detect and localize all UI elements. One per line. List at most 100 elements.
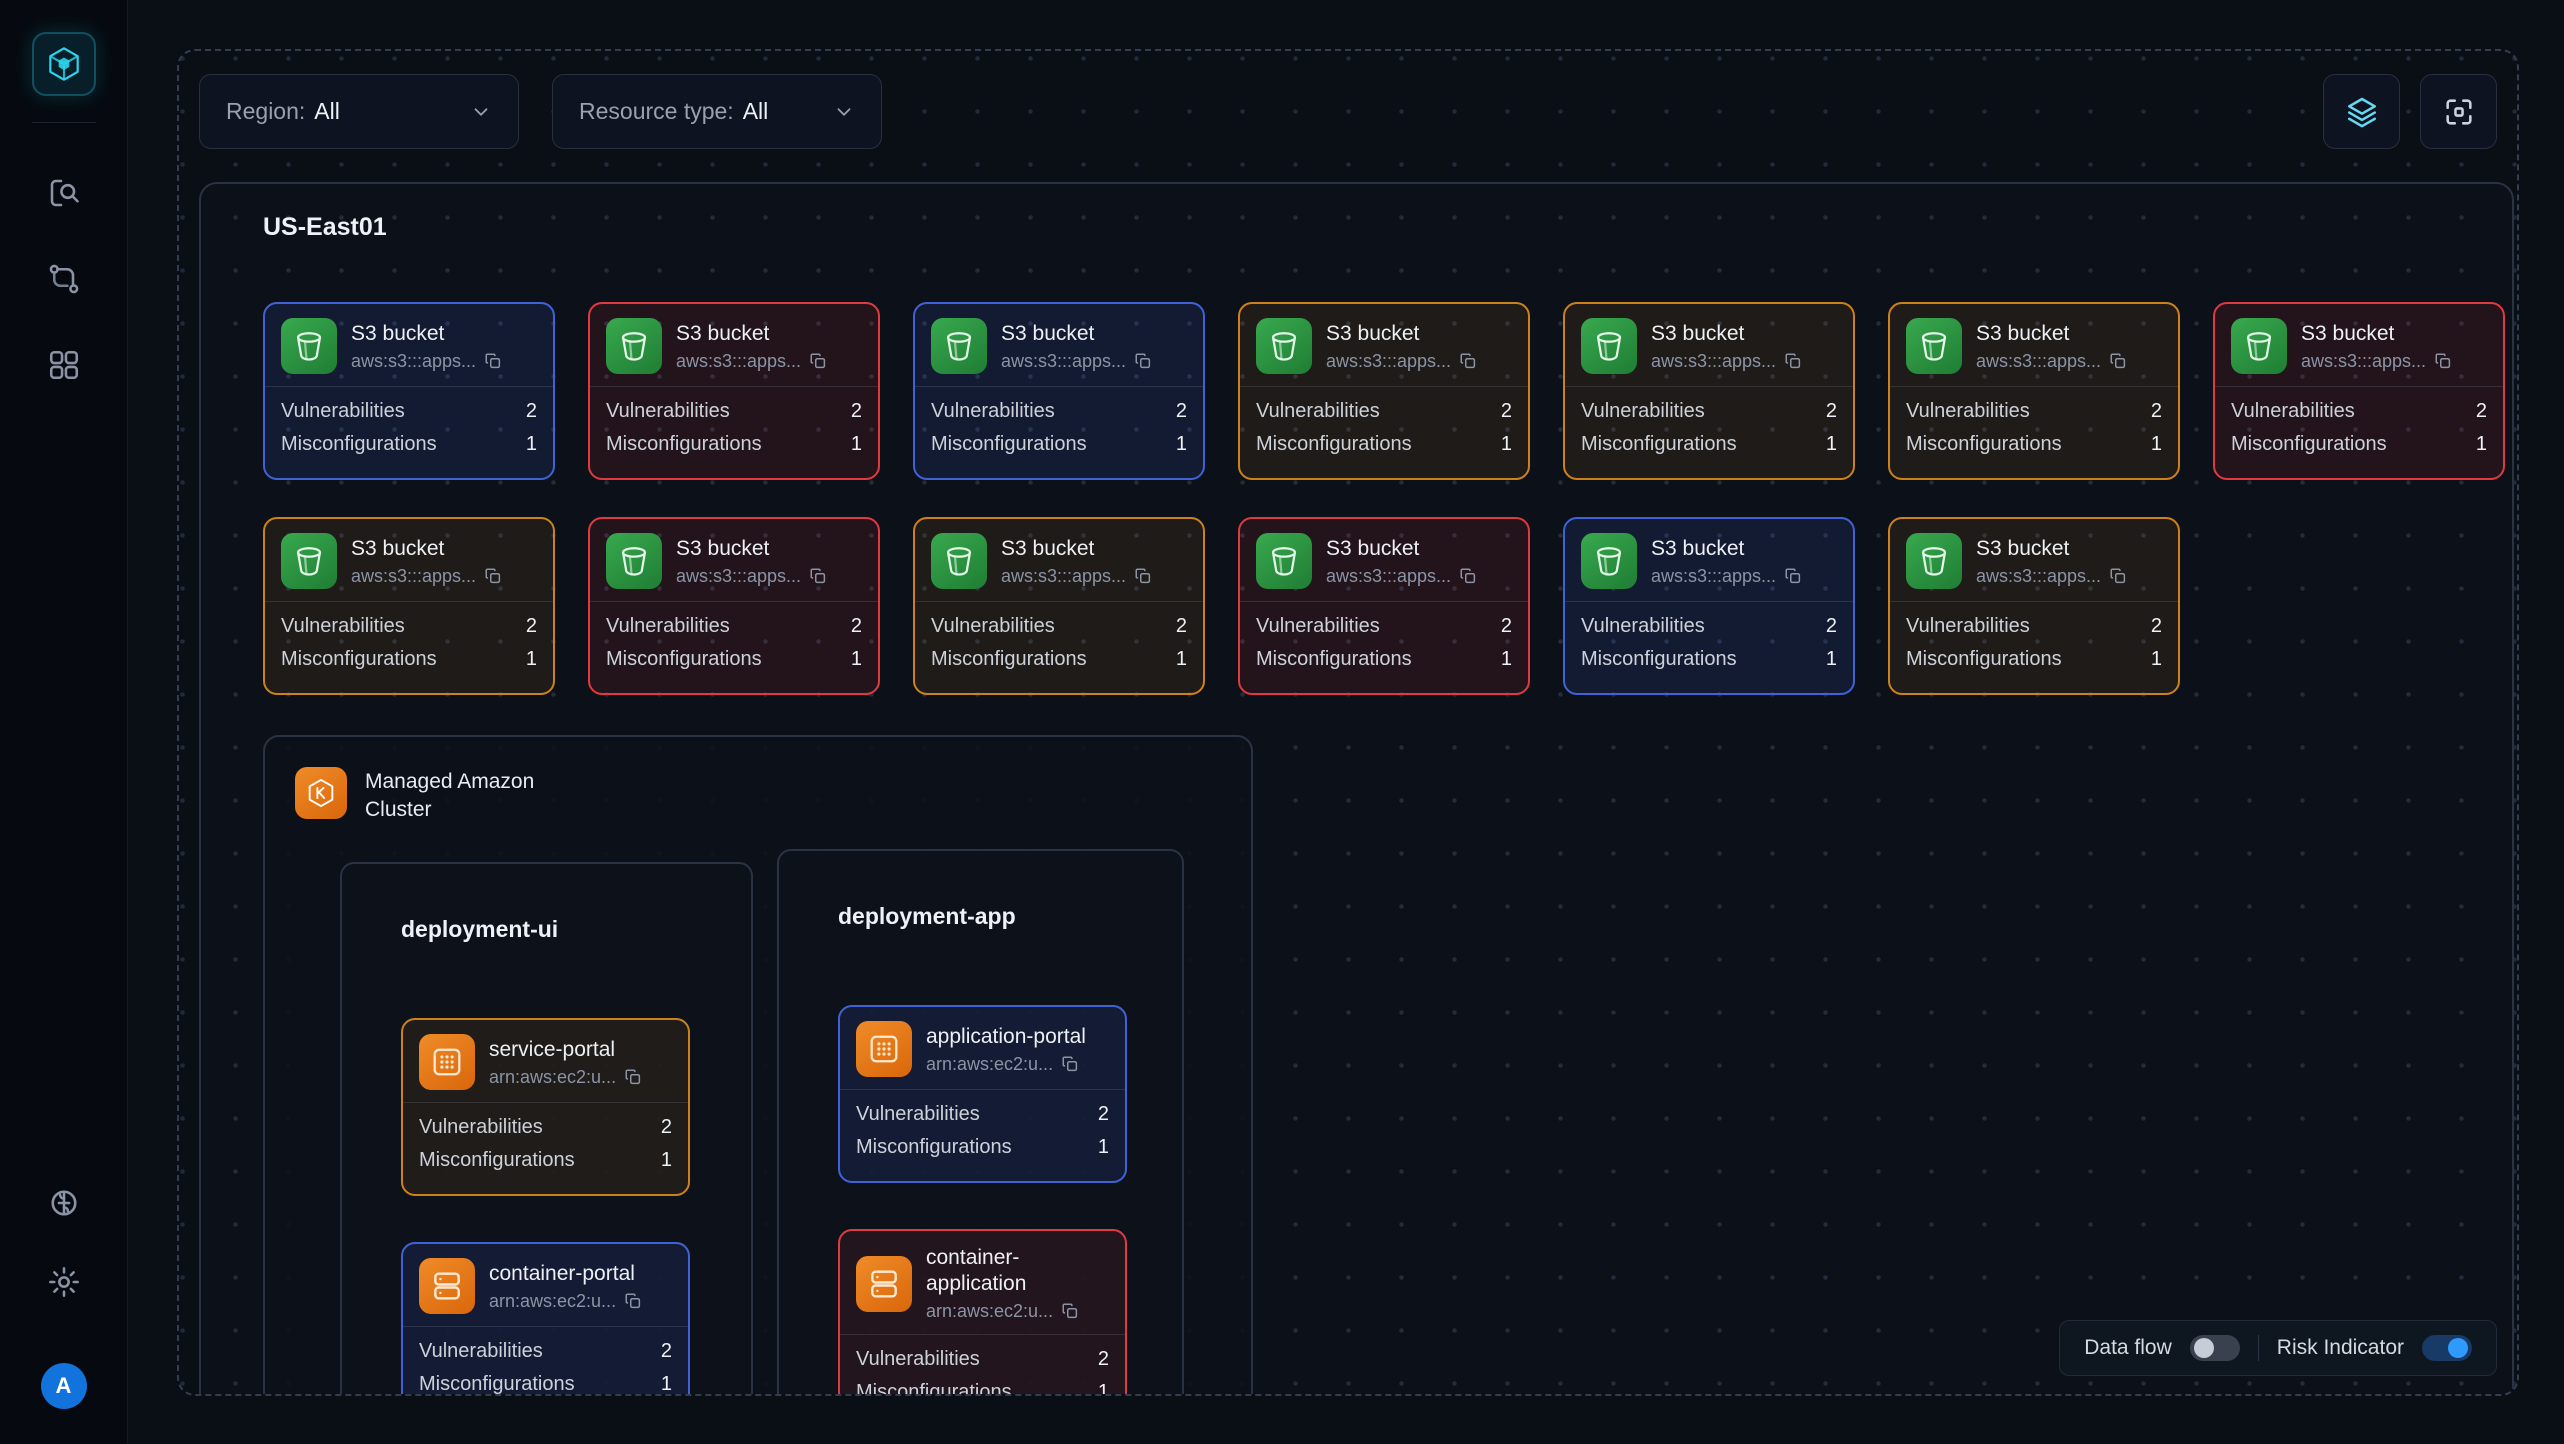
user-avatar[interactable]: A [41, 1363, 87, 1409]
misconfigurations-row: Misconfigurations1 [419, 1147, 672, 1174]
resource-card-service-portal[interactable]: service-portalarn:aws:ec2:u...Vulnerabil… [401, 1018, 690, 1196]
bucket-icon [2231, 318, 2287, 374]
region-group-container[interactable]: US-East01 S3 bucketaws:s3:::apps...Vulne… [199, 182, 2514, 1396]
copy-arn-button[interactable] [1134, 567, 1152, 585]
fit-view-button[interactable] [2420, 74, 2497, 149]
vulnerabilities-row: Vulnerabilities2 [931, 398, 1187, 425]
resource-card-container-application[interactable]: container-applicationarn:aws:ec2:u...Vul… [838, 1229, 1127, 1396]
deployment-cards: application-portalarn:aws:ec2:u...Vulner… [838, 1005, 1182, 1396]
chevron-down-icon [833, 101, 855, 123]
resource-title: S3 bucket [676, 536, 827, 562]
resource-arn: aws:s3:::apps... [1326, 565, 1451, 587]
region-filter[interactable]: Region: All [199, 74, 519, 149]
sidebar-item-inventory[interactable] [32, 333, 96, 397]
app-logo[interactable] [32, 32, 96, 96]
cluster-header: Managed Amazon Cluster [295, 767, 534, 824]
toggle-knob [2448, 1338, 2468, 1358]
resource-arn: aws:s3:::apps... [1326, 350, 1451, 372]
copy-arn-button[interactable] [1061, 1055, 1079, 1073]
resource-title: S3 bucket [1326, 321, 1477, 347]
toggle-bar: Data flow Risk Indicator [2059, 1320, 2497, 1376]
copy-arn-button[interactable] [1459, 352, 1477, 370]
copy-arn-button[interactable] [484, 352, 502, 370]
resource-card-s3-bucket[interactable]: S3 bucketaws:s3:::apps...Vulnerabilities… [1563, 302, 1855, 480]
bucket-icon [281, 533, 337, 589]
resource-title: S3 bucket [351, 536, 502, 562]
card-divider [265, 386, 553, 387]
resource-title: S3 bucket [351, 321, 502, 347]
risk-indicator-label: Risk Indicator [2277, 1336, 2404, 1360]
misconfigurations-row: Misconfigurations1 [606, 431, 862, 458]
misconfigurations-row: Misconfigurations1 [931, 646, 1187, 673]
sidebar-item-asset-search[interactable] [32, 161, 96, 225]
copy-arn-button[interactable] [809, 352, 827, 370]
copy-arn-button[interactable] [1459, 567, 1477, 585]
sidebar-item-ai-insights[interactable] [32, 1171, 96, 1235]
resource-title: service-portal [489, 1037, 642, 1063]
avatar-initial: A [56, 1373, 72, 1399]
resource-card-s3-bucket[interactable]: S3 bucketaws:s3:::apps...Vulnerabilities… [588, 517, 880, 695]
resource-title: S3 bucket [1326, 536, 1477, 562]
resource-card-s3-bucket[interactable]: S3 bucketaws:s3:::apps...Vulnerabilities… [913, 517, 1205, 695]
sidebar-bottom: A [32, 1171, 96, 1444]
resource-title: S3 bucket [1976, 321, 2127, 347]
graph-canvas[interactable]: Region: All Resource type: All [177, 49, 2519, 1396]
risk-indicator-toggle[interactable] [2422, 1335, 2472, 1361]
misconfigurations-row: Misconfigurations1 [1256, 431, 1512, 458]
s3-bucket-row-1: S3 bucketaws:s3:::apps...Vulnerabilities… [263, 302, 2512, 480]
card-divider [840, 1089, 1125, 1090]
resource-card-s3-bucket[interactable]: S3 bucketaws:s3:::apps...Vulnerabilities… [913, 302, 1205, 480]
copy-arn-button[interactable] [809, 567, 827, 585]
resource-arn: arn:aws:ec2:u... [926, 1300, 1053, 1322]
copy-arn-button[interactable] [624, 1292, 642, 1310]
resource-title: S3 bucket [2301, 321, 2452, 347]
resource-card-s3-bucket[interactable]: S3 bucketaws:s3:::apps...Vulnerabilities… [1238, 302, 1530, 480]
resource-type-filter[interactable]: Resource type: All [552, 74, 882, 149]
copy-arn-button[interactable] [1784, 567, 1802, 585]
misconfigurations-row: Misconfigurations1 [1581, 431, 1837, 458]
bucket-icon [606, 533, 662, 589]
vulnerabilities-row: Vulnerabilities2 [281, 398, 537, 425]
copy-arn-button[interactable] [624, 1068, 642, 1086]
vulnerabilities-row: Vulnerabilities2 [1906, 613, 2162, 640]
s3-bucket-row-2: S3 bucketaws:s3:::apps...Vulnerabilities… [263, 517, 2512, 695]
copy-arn-button[interactable] [1061, 1302, 1079, 1320]
deployment-ui-group[interactable]: deployment-ui service-portalarn:aws:ec2:… [340, 862, 753, 1396]
filter-bar: Region: All Resource type: All [199, 74, 882, 149]
resource-card-s3-bucket[interactable]: S3 bucketaws:s3:::apps...Vulnerabilities… [1238, 517, 1530, 695]
toggle-bar-divider [2258, 1335, 2259, 1361]
resource-card-s3-bucket[interactable]: S3 bucketaws:s3:::apps...Vulnerabilities… [263, 517, 555, 695]
bucket-icon [606, 318, 662, 374]
copy-arn-button[interactable] [2434, 352, 2452, 370]
vulnerabilities-row: Vulnerabilities2 [606, 398, 862, 425]
card-divider [265, 601, 553, 602]
resource-card-s3-bucket[interactable]: S3 bucketaws:s3:::apps...Vulnerabilities… [2213, 302, 2505, 480]
misconfigurations-row: Misconfigurations1 [1256, 646, 1512, 673]
resource-card-application-portal[interactable]: application-portalarn:aws:ec2:u...Vulner… [838, 1005, 1127, 1183]
resource-card-s3-bucket[interactable]: S3 bucketaws:s3:::apps...Vulnerabilities… [1888, 517, 2180, 695]
managed-cluster-group[interactable]: Managed Amazon Cluster deployment-ui ser… [263, 735, 1253, 1396]
resource-type-filter-label: Resource type: [579, 98, 734, 125]
deployment-app-group[interactable]: deployment-app application-portalarn:aws… [777, 849, 1184, 1396]
copy-arn-button[interactable] [1784, 352, 1802, 370]
sidebar-item-attack-paths[interactable] [32, 247, 96, 311]
resource-card-container-portal[interactable]: container-portalarn:aws:ec2:u...Vulnerab… [401, 1242, 690, 1396]
sidebar-item-settings[interactable] [32, 1250, 96, 1314]
copy-arn-button[interactable] [1134, 352, 1152, 370]
data-flow-toggle[interactable] [2190, 1335, 2240, 1361]
fit-view-icon [2442, 95, 2476, 129]
card-divider [1890, 386, 2178, 387]
resource-card-s3-bucket[interactable]: S3 bucketaws:s3:::apps...Vulnerabilities… [1888, 302, 2180, 480]
resource-title: S3 bucket [1651, 536, 1802, 562]
copy-arn-button[interactable] [484, 567, 502, 585]
resource-arn: arn:aws:ec2:u... [926, 1053, 1053, 1075]
deployment-title: deployment-app [838, 901, 1182, 931]
layers-button[interactable] [2323, 74, 2400, 149]
resource-card-s3-bucket[interactable]: S3 bucketaws:s3:::apps...Vulnerabilities… [588, 302, 880, 480]
resource-card-s3-bucket[interactable]: S3 bucketaws:s3:::apps...Vulnerabilities… [263, 302, 555, 480]
card-divider [403, 1102, 688, 1103]
resource-title: S3 bucket [1651, 321, 1802, 347]
resource-card-s3-bucket[interactable]: S3 bucketaws:s3:::apps...Vulnerabilities… [1563, 517, 1855, 695]
copy-arn-button[interactable] [2109, 567, 2127, 585]
copy-arn-button[interactable] [2109, 352, 2127, 370]
